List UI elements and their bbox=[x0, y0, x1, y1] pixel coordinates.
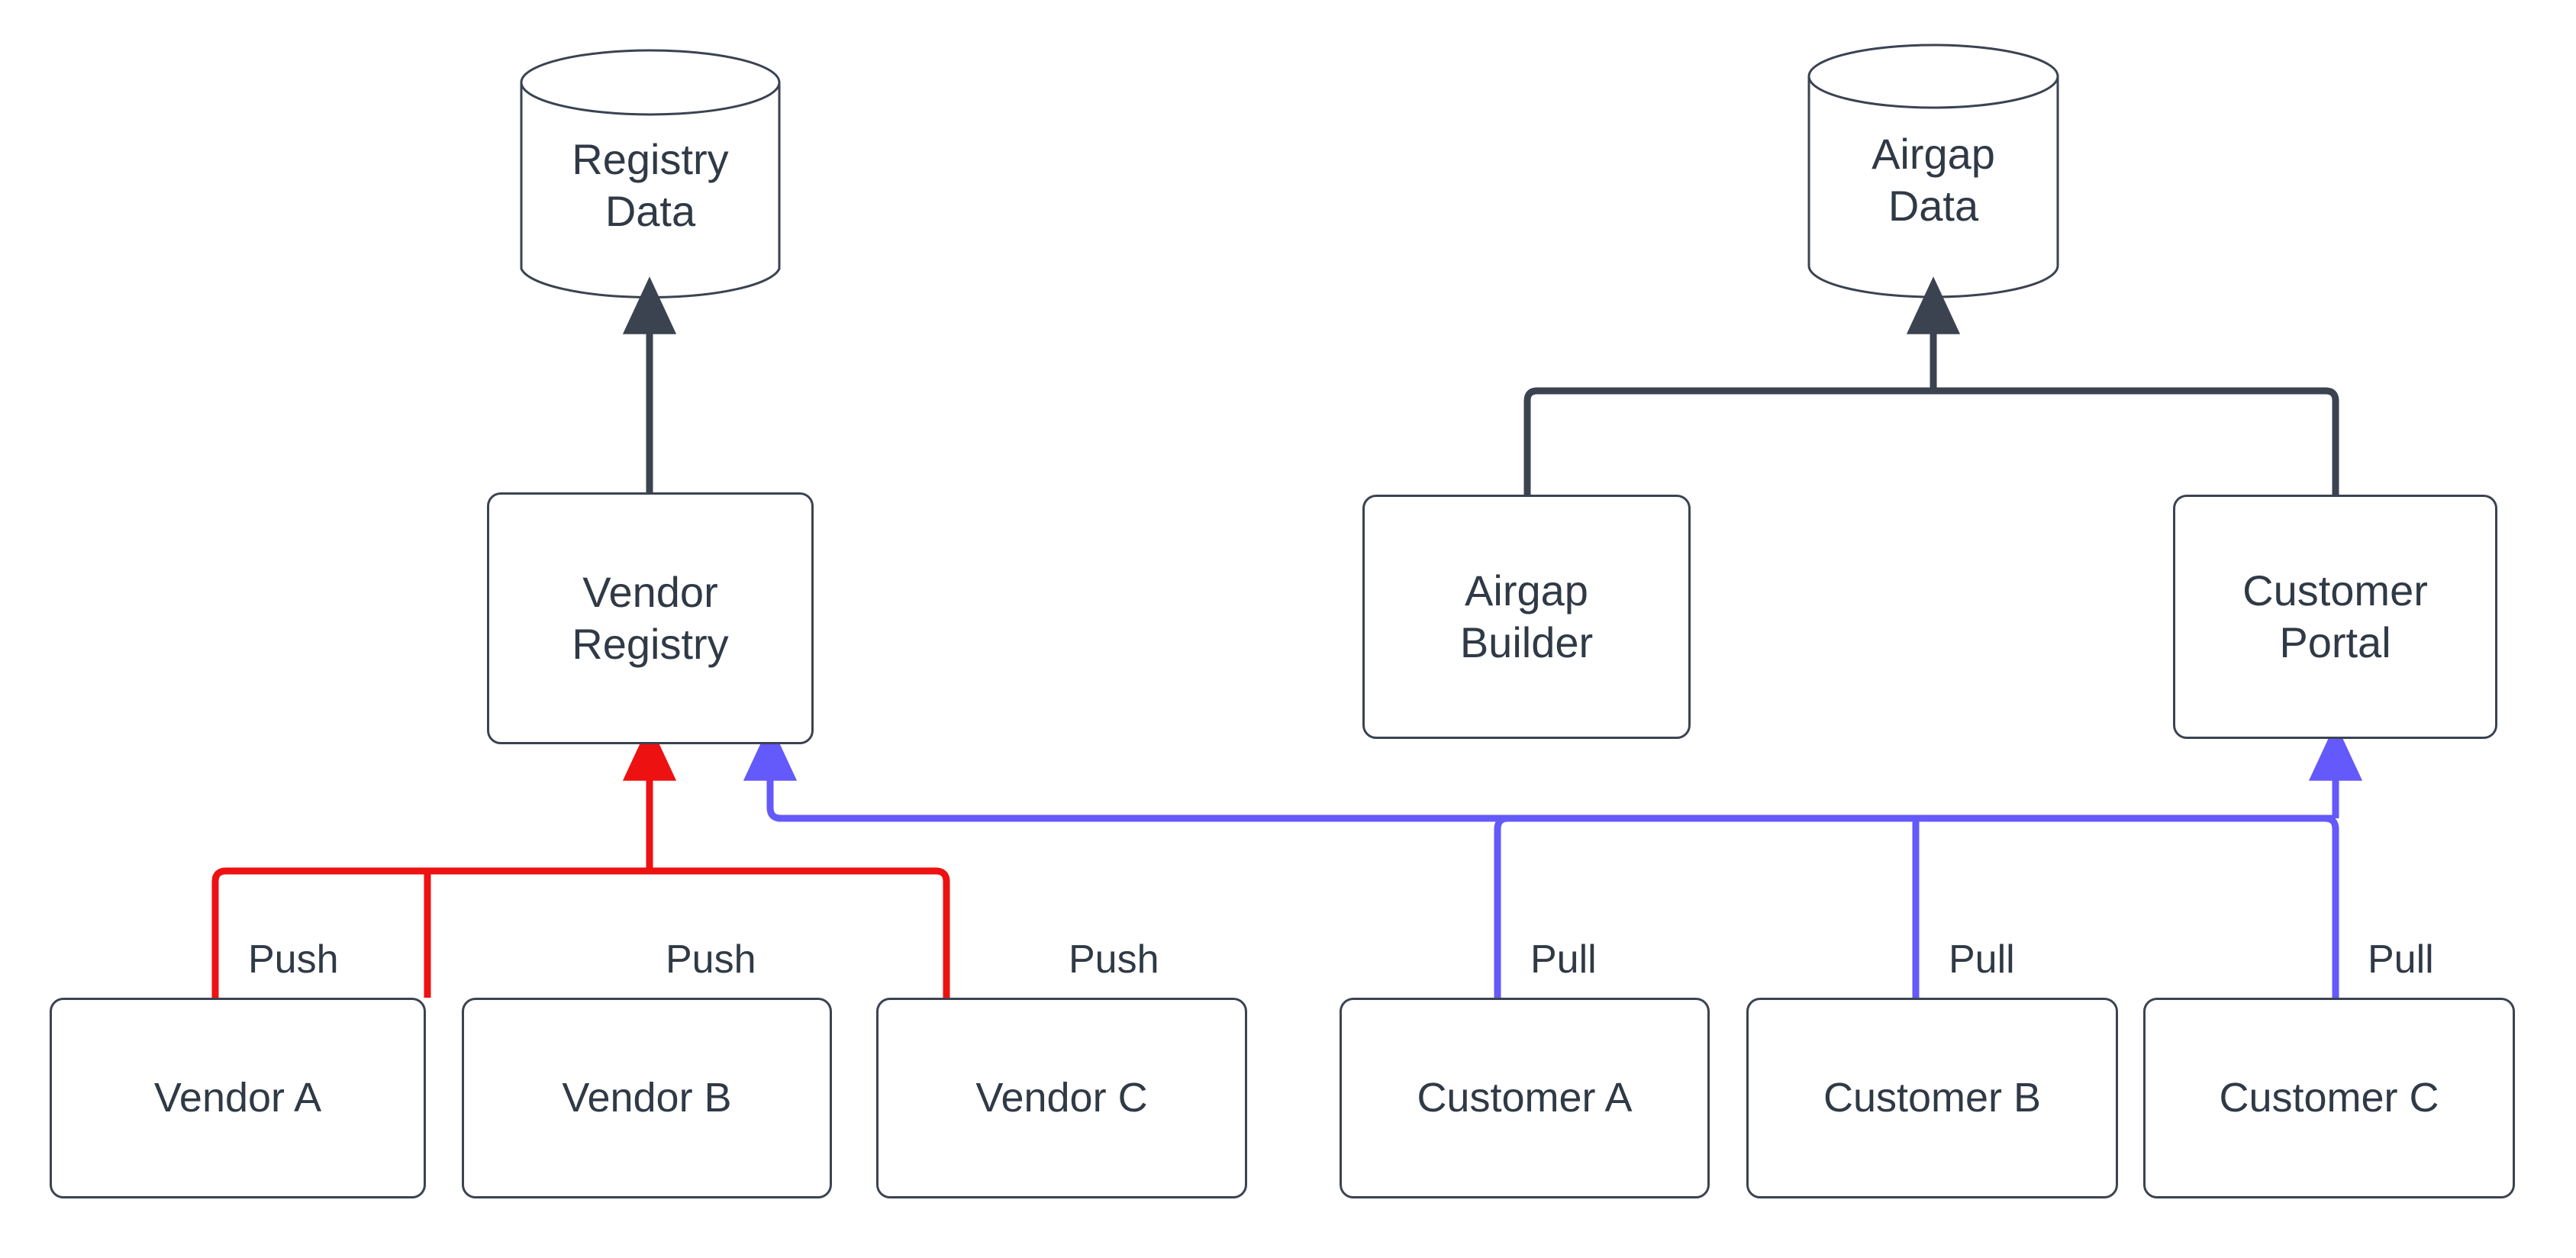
node-vendor-a-label: Vendor A bbox=[153, 1074, 322, 1121]
edge-label-pull-b: Pull bbox=[1949, 937, 2015, 982]
edge-label-push-c: Push bbox=[1069, 937, 1159, 982]
registry-data-cylinder bbox=[520, 49, 781, 298]
node-customer-a-label: Customer A bbox=[1417, 1074, 1633, 1121]
airgap-data-cylinder bbox=[1807, 44, 2059, 298]
airgap-data-label: Airgap Data bbox=[1872, 130, 1995, 231]
edge-pull-into-vendor-registry bbox=[743, 723, 2336, 822]
edge-bracket-to-airgap-data bbox=[1523, 387, 2339, 495]
node-customer-portal[interactable]: Customer Portal bbox=[2173, 495, 2497, 739]
edge-label-pull-c: Pull bbox=[2368, 937, 2434, 982]
node-airgap-builder-label: Airgap Builder bbox=[1459, 566, 1594, 666]
edge-label-push-b: Push bbox=[666, 937, 756, 982]
edge-push-bus bbox=[211, 867, 950, 998]
node-customer-b[interactable]: Customer B bbox=[1746, 998, 2118, 1198]
node-vendor-registry[interactable]: Vendor Registry bbox=[487, 492, 814, 744]
node-customer-portal-label: Customer Portal bbox=[2242, 566, 2428, 666]
node-airgap-builder[interactable]: Airgap Builder bbox=[1362, 495, 1691, 739]
node-vendor-registry-label: Vendor Registry bbox=[572, 567, 729, 668]
registry-data-label: Registry Data bbox=[572, 135, 729, 236]
node-customer-c-label: Customer C bbox=[2219, 1074, 2439, 1121]
node-vendor-c[interactable]: Vendor C bbox=[876, 998, 1247, 1198]
node-vendor-b-label: Vendor B bbox=[562, 1074, 732, 1121]
node-customer-c[interactable]: Customer C bbox=[2143, 998, 2515, 1198]
edge-label-pull-a: Pull bbox=[1530, 937, 1597, 982]
node-customer-a[interactable]: Customer A bbox=[1340, 998, 1710, 1198]
node-vendor-c-label: Vendor C bbox=[975, 1074, 1148, 1121]
edge-label-push-a: Push bbox=[248, 937, 339, 982]
node-customer-b-label: Customer B bbox=[1823, 1074, 2042, 1121]
node-vendor-a[interactable]: Vendor A bbox=[50, 998, 426, 1198]
node-vendor-b[interactable]: Vendor B bbox=[462, 998, 832, 1198]
